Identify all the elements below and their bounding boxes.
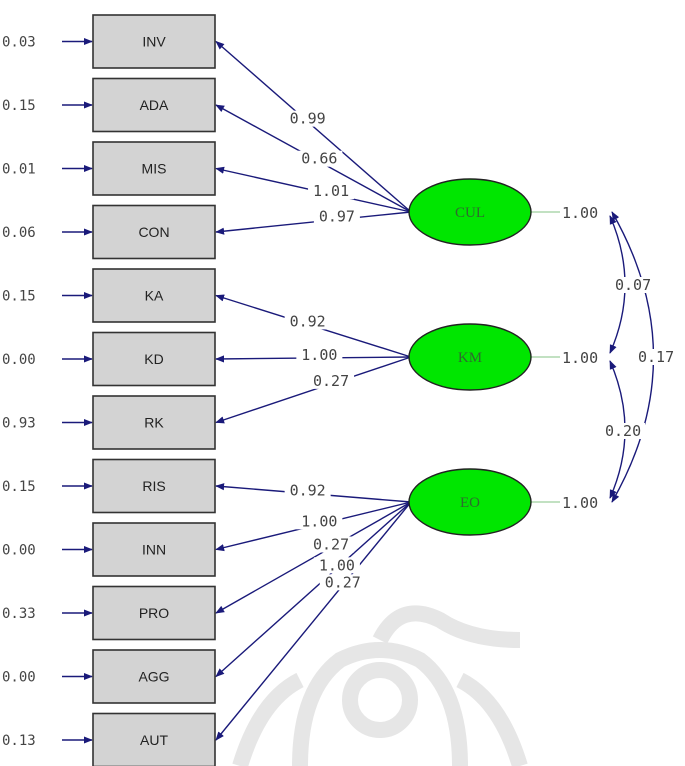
loading-arrow-cul-inv [215, 40, 412, 213]
covariance-label: 0.07 [615, 276, 651, 294]
observed-var-rk: RK [92, 395, 216, 450]
error-variance-label: 0.33 [2, 606, 36, 622]
loading-label-bg [296, 346, 343, 363]
error-variance-label: 0.03 [2, 35, 36, 51]
latent-var-label: CUL [455, 205, 485, 221]
loading-label: 0.27 [325, 573, 361, 591]
observed-var-label: AGG [138, 669, 169, 685]
loading-label-bg [313, 208, 360, 225]
observed-var-con: CON [92, 204, 216, 260]
loading-label-bg [308, 536, 355, 553]
observed-var-inn: INN [92, 522, 216, 577]
error-variance-label: 0.00 [2, 352, 36, 368]
latent-variance-label: 1.00 [562, 494, 598, 512]
loading-label: 1.01 [313, 182, 349, 200]
observed-var-kd: KD [92, 331, 216, 387]
loading-label-bg [296, 513, 343, 530]
loading-label: 1.00 [319, 556, 355, 574]
observed-var-label: RK [144, 415, 164, 431]
observed-var-inv: INV [92, 14, 216, 69]
observed-var-label: KA [145, 288, 164, 304]
watermark-logo [232, 605, 528, 766]
loading-label: 1.00 [301, 346, 337, 364]
loading-label-bg [284, 110, 331, 127]
observed-var-label: ADA [140, 97, 169, 113]
loading-label-bg [296, 150, 343, 167]
observed-var-label: MIS [142, 161, 167, 177]
error-variance-label: 0.01 [2, 162, 36, 178]
error-variance-label: 0.00 [2, 670, 36, 686]
covariance-label: 0.17 [638, 348, 674, 366]
error-variance-label: 0.15 [2, 98, 36, 114]
loading-label-bg [313, 557, 360, 574]
loading-label-bg [284, 482, 331, 499]
loading-label: 0.66 [301, 150, 337, 168]
latent-var-eo: EO [408, 468, 532, 536]
observed-var-label: CON [138, 224, 169, 240]
error-variance-label: 0.06 [2, 225, 36, 241]
error-variance-label: 0.15 [2, 479, 36, 495]
covariance-label: 0.20 [605, 422, 641, 440]
observed-var-label: INN [142, 542, 166, 558]
observed-var-agg: AGG [92, 649, 216, 704]
covariance-label-bg [611, 277, 655, 293]
loading-label: 0.99 [290, 110, 326, 128]
error-variance-label: 0.13 [2, 733, 36, 749]
loading-arrow-cul-con [215, 211, 412, 235]
observed-var-label: AUT [140, 732, 168, 748]
observed-var-label: PRO [139, 605, 169, 621]
loading-label: 0.27 [313, 536, 349, 554]
error-variance-label: 0.93 [2, 416, 36, 432]
loading-arrow-eo-aut [215, 501, 412, 741]
latent-var-km: KM [408, 323, 532, 391]
observed-var-pro: PRO [92, 585, 216, 641]
loading-arrow-eo-agg [215, 501, 412, 678]
covariance-label-bg [601, 423, 645, 439]
observed-var-ada: ADA [92, 77, 216, 133]
loading-label: 0.92 [290, 482, 326, 500]
loading-label: 0.27 [313, 372, 349, 390]
observed-var-ka: KA [92, 268, 216, 323]
error-variance-label: 0.00 [2, 543, 36, 559]
latent-variance-label: 1.00 [562, 204, 598, 222]
latent-var-label: KM [458, 350, 482, 366]
loading-label-bg [308, 372, 355, 389]
loading-arrow-eo-pro [215, 501, 412, 614]
loading-label-bg [308, 183, 355, 200]
observed-var-ris: RIS [92, 458, 216, 514]
latent-variance-label: 1.00 [562, 349, 598, 367]
loading-label: 0.92 [290, 312, 326, 330]
loading-arrow-km-rk [215, 356, 412, 424]
observed-var-label: INV [142, 34, 166, 50]
loading-label-bg [319, 574, 366, 591]
observed-var-mis: MIS [92, 141, 216, 196]
loading-label: 0.97 [319, 208, 355, 226]
error-variance-label: 0.15 [2, 289, 36, 305]
loading-label: 1.00 [301, 512, 337, 530]
observed-var-label: KD [144, 351, 163, 367]
observed-var-aut: AUT [92, 712, 216, 766]
covariance-label-bg [634, 349, 678, 365]
observed-var-label: RIS [142, 478, 165, 494]
loading-label-bg [284, 313, 331, 330]
latent-var-label: EO [460, 495, 480, 511]
latent-var-cul: CUL [408, 178, 532, 246]
